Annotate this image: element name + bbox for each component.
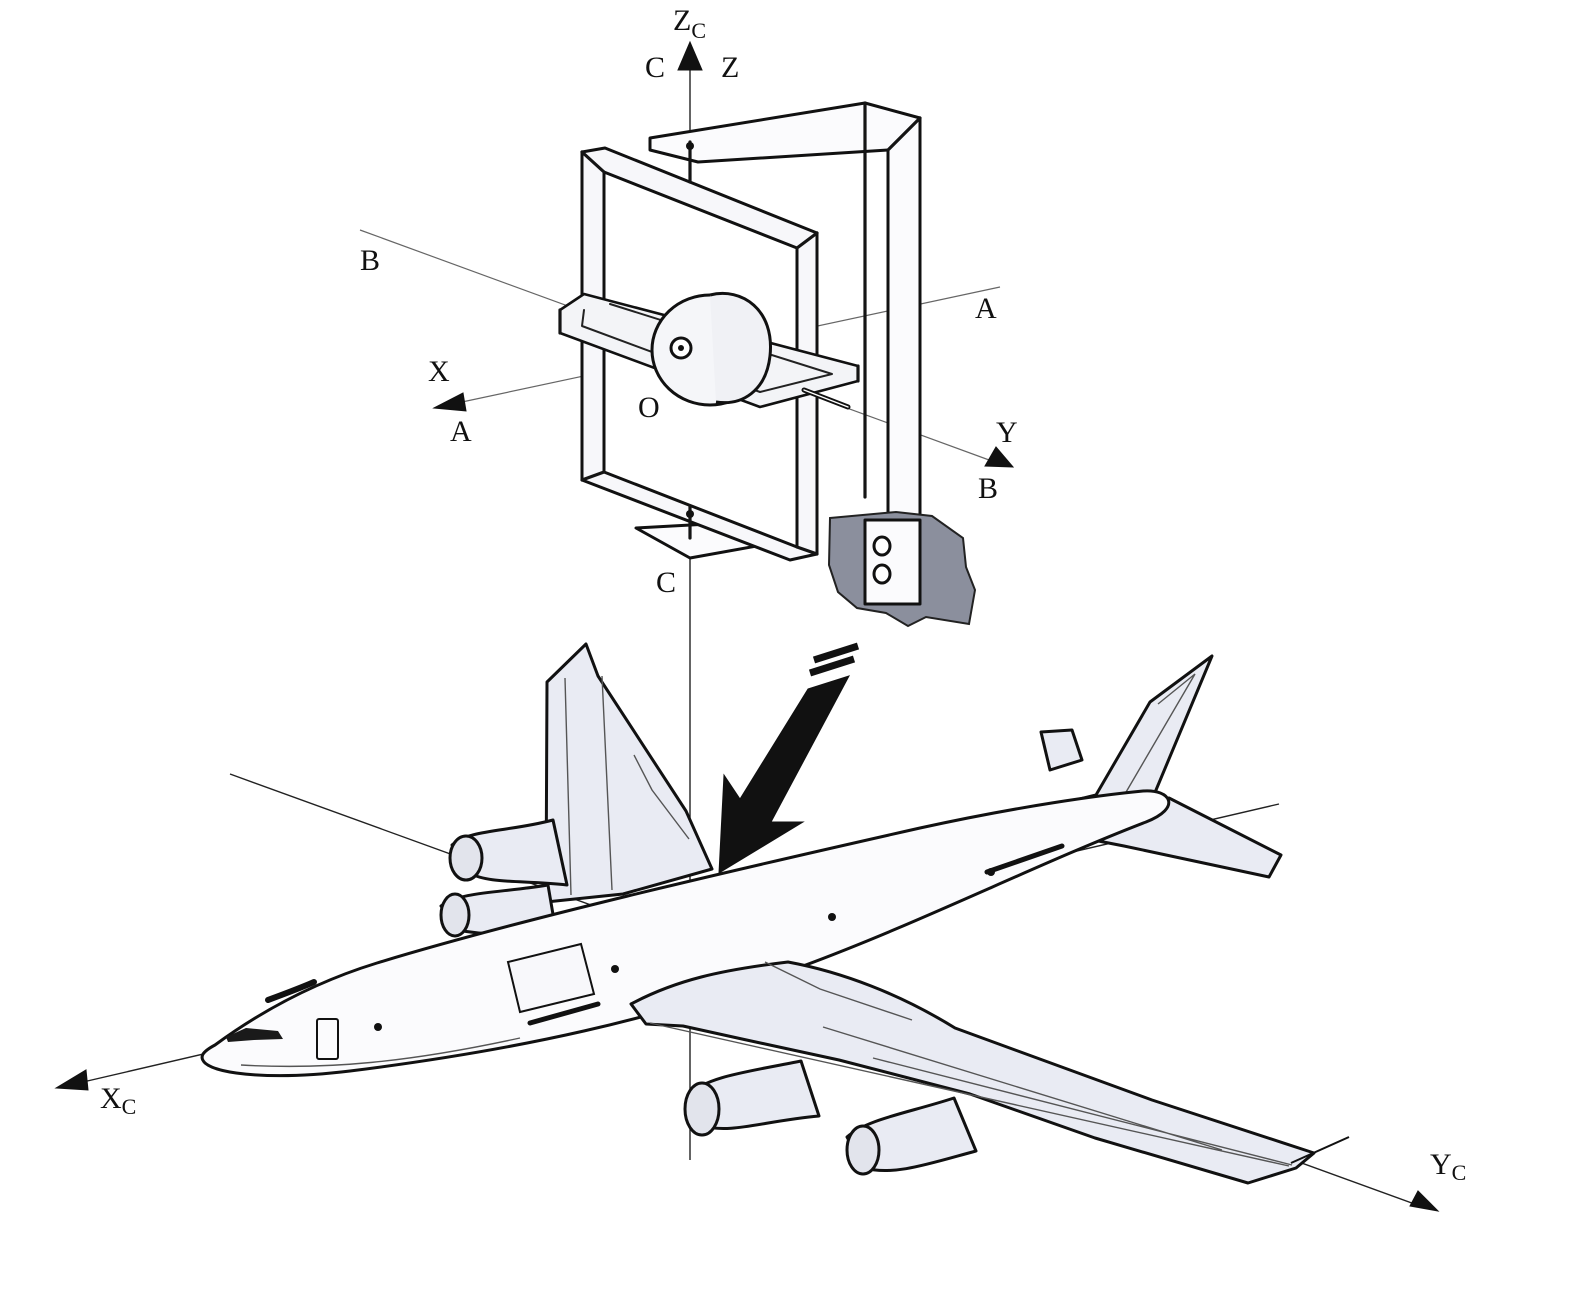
y-label: Y	[996, 416, 1018, 449]
a-left-label: A	[450, 415, 472, 448]
x-axis-arrowhead	[432, 392, 467, 412]
window-dot-2	[611, 965, 619, 973]
y-axis-arrowhead	[984, 446, 1015, 468]
near-wing-panel-lines	[649, 961, 1293, 1167]
xc-label: XC	[100, 1082, 136, 1119]
nose-stripe	[265, 979, 317, 1003]
mounting-bracket-plate	[863, 518, 922, 606]
lower-pivot	[686, 510, 694, 518]
far-wing-panel-lines	[564, 675, 690, 896]
window-dot-1	[374, 1023, 382, 1031]
gyroscope-gimbal-icon	[558, 101, 977, 628]
near-inner-engine-intake	[683, 1081, 721, 1137]
window-dot-4	[987, 868, 995, 876]
xc-axis-arrowhead	[54, 1069, 89, 1091]
arrow-shaft-head	[718, 675, 851, 874]
b-right-label: B	[978, 472, 998, 505]
yc-label: YC	[1430, 1148, 1466, 1185]
wing-tip-line	[1290, 1136, 1350, 1164]
z-label: Z	[721, 51, 739, 84]
diagram-labels: ZC C Z B A X A O Y B C XC YC	[100, 4, 1466, 1185]
arrow-stripes	[808, 642, 860, 677]
side-shaft-highlight	[803, 389, 849, 408]
zc-label: ZC	[673, 4, 706, 43]
mount-hole-upper	[872, 535, 892, 557]
inner-gimbal-end-edges	[558, 308, 860, 383]
far-upper-engine-intake	[448, 834, 484, 882]
near-outer-engine-intake	[845, 1124, 881, 1176]
rotor-side	[709, 292, 772, 405]
far-wing	[544, 642, 714, 904]
a-right-label: A	[975, 292, 997, 325]
c-bottom-label: C	[656, 566, 676, 599]
outer-bracket-edges	[863, 101, 922, 499]
window-dot-3	[828, 913, 836, 921]
o-label: O	[638, 391, 660, 424]
cockpit-window-icon	[226, 1028, 283, 1042]
airplane-icon	[200, 642, 1350, 1185]
front-door-icon	[316, 1018, 339, 1060]
upper-pivot	[686, 142, 694, 150]
installation-arrow-icon	[718, 642, 860, 874]
x-label: X	[428, 355, 450, 388]
fuselage-lower-line	[240, 1037, 521, 1068]
tail-rudder-line	[1121, 673, 1196, 800]
fuselage	[200, 789, 1171, 1078]
far-lower-engine-intake	[439, 892, 471, 938]
cargo-door-icon	[506, 942, 596, 1014]
far-horizontal-stabilizer	[1039, 728, 1084, 772]
c-top-label: C	[645, 51, 665, 84]
near-inner-engine	[687, 1059, 821, 1130]
yc-axis-arrowhead	[1409, 1190, 1440, 1212]
b-left-label: B	[360, 244, 380, 277]
z-axis-arrowhead	[677, 40, 703, 71]
fuselage-stripes	[527, 843, 1065, 1026]
gimbal-frame-bevels	[580, 150, 819, 556]
rotor-axle	[678, 345, 684, 351]
mount-hole-lower	[872, 563, 892, 585]
